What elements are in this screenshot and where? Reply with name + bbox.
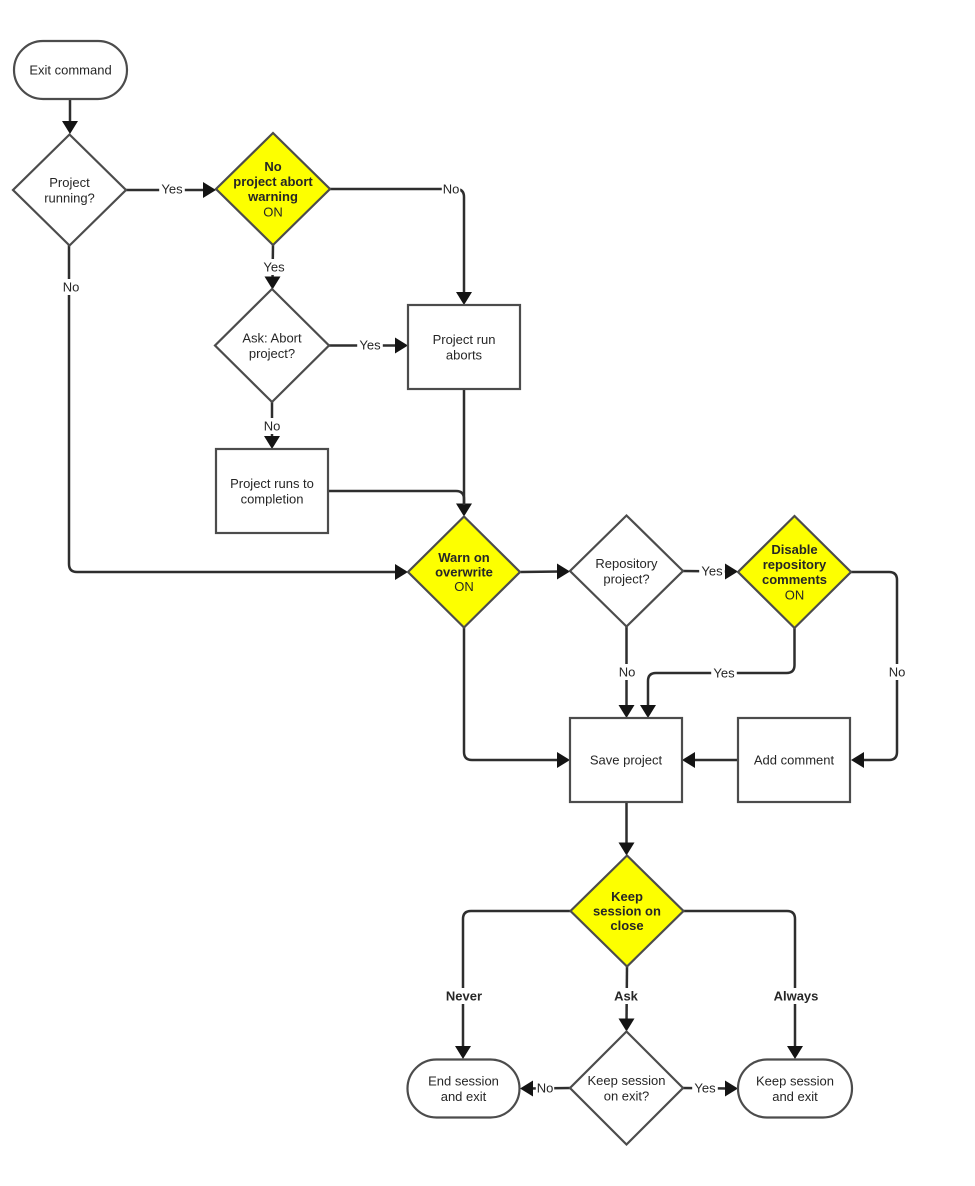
svg-text:on exit?: on exit? bbox=[604, 1088, 650, 1103]
svg-text:warning: warning bbox=[247, 189, 298, 204]
svg-text:No: No bbox=[443, 182, 460, 197]
svg-text:session on: session on bbox=[593, 904, 661, 919]
svg-text:overwrite: overwrite bbox=[435, 565, 493, 580]
svg-text:aborts: aborts bbox=[446, 347, 483, 362]
svg-text:Disable: Disable bbox=[771, 542, 817, 557]
svg-text:completion: completion bbox=[241, 491, 304, 506]
svg-text:Project runs to: Project runs to bbox=[230, 476, 314, 491]
svg-text:No: No bbox=[619, 665, 636, 680]
svg-text:project?: project? bbox=[249, 346, 295, 361]
svg-text:End session: End session bbox=[428, 1073, 499, 1088]
svg-text:Exit command: Exit command bbox=[29, 63, 111, 78]
svg-text:No: No bbox=[537, 1081, 554, 1096]
svg-text:project?: project? bbox=[603, 571, 649, 586]
svg-text:Keep session: Keep session bbox=[587, 1073, 665, 1088]
svg-text:Yes: Yes bbox=[701, 564, 723, 579]
svg-text:repository: repository bbox=[763, 557, 827, 572]
svg-text:Warn on: Warn on bbox=[438, 550, 490, 565]
svg-text:No: No bbox=[264, 159, 281, 174]
svg-text:Yes: Yes bbox=[359, 338, 381, 353]
svg-text:and exit: and exit bbox=[441, 1089, 487, 1104]
svg-text:comments: comments bbox=[762, 572, 827, 587]
svg-text:Repository: Repository bbox=[595, 556, 658, 571]
svg-text:and exit: and exit bbox=[772, 1089, 818, 1104]
svg-text:No: No bbox=[63, 280, 80, 295]
svg-text:Yes: Yes bbox=[713, 666, 735, 681]
svg-text:close: close bbox=[610, 918, 643, 933]
svg-text:Ask: Abort: Ask: Abort bbox=[242, 330, 302, 345]
svg-text:Ask: Ask bbox=[614, 989, 639, 1004]
svg-text:Never: Never bbox=[446, 989, 482, 1004]
svg-text:Add comment: Add comment bbox=[754, 753, 835, 768]
svg-text:Always: Always bbox=[774, 989, 819, 1004]
svg-text:No: No bbox=[889, 665, 906, 680]
svg-text:running?: running? bbox=[44, 190, 95, 205]
svg-text:Keep: Keep bbox=[611, 889, 643, 904]
svg-text:Keep session: Keep session bbox=[756, 1073, 834, 1088]
svg-text:ON: ON bbox=[454, 579, 474, 594]
svg-text:Project run: Project run bbox=[433, 332, 496, 347]
svg-text:ON: ON bbox=[785, 587, 805, 602]
svg-text:ON: ON bbox=[263, 204, 283, 219]
svg-text:Project: Project bbox=[49, 175, 90, 190]
svg-text:Yes: Yes bbox=[263, 260, 285, 275]
svg-text:Yes: Yes bbox=[161, 182, 183, 197]
svg-text:project abort: project abort bbox=[233, 174, 313, 189]
svg-text:No: No bbox=[264, 419, 281, 434]
svg-text:Yes: Yes bbox=[694, 1081, 716, 1096]
svg-text:Save project: Save project bbox=[590, 753, 663, 768]
